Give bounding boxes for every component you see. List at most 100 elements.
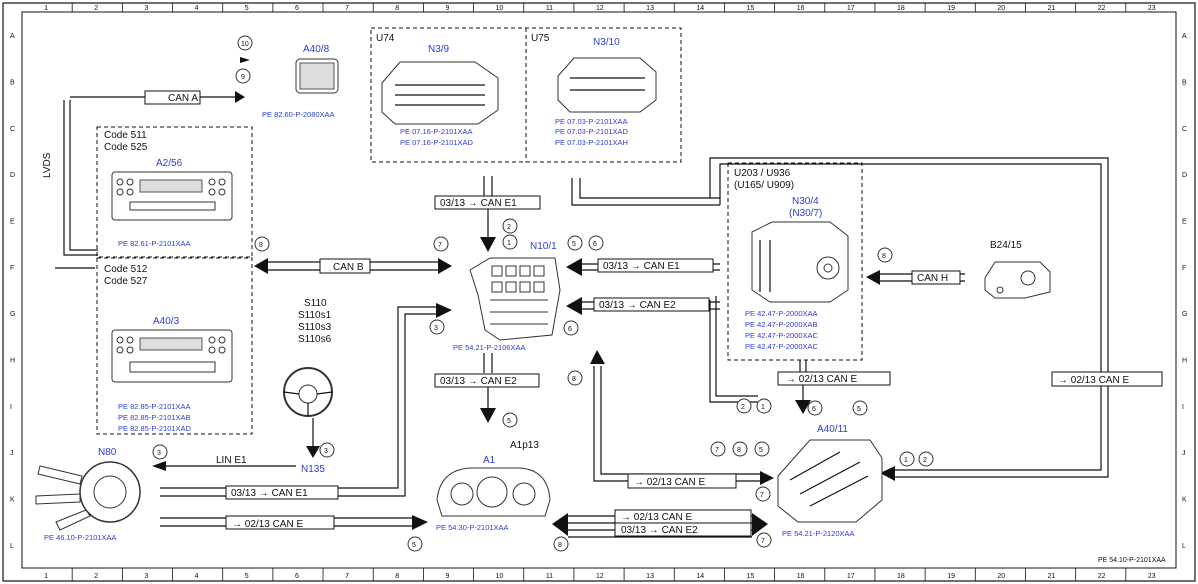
u75-label: U75 xyxy=(531,33,550,44)
grid-col-top-16: 16 xyxy=(797,5,805,12)
can-h-label: CAN H xyxy=(917,273,948,284)
n80-inner xyxy=(93,475,127,509)
s110-spokes xyxy=(283,391,333,416)
lin-e1-arrow xyxy=(152,461,166,471)
grid-col-top-3: 3 xyxy=(144,5,148,12)
marker-5-n30-label: 5 xyxy=(857,406,861,413)
grid-col-bottom-23: 23 xyxy=(1148,573,1156,580)
grid-col-top-6: 6 xyxy=(295,5,299,12)
grid-col-top-2: 2 xyxy=(94,5,98,12)
can-e2-n10-label: 03/13 → CAN E2 xyxy=(599,300,676,311)
grid-row-left-C: C xyxy=(10,126,15,133)
marker-1-right-label: 1 xyxy=(904,457,908,464)
marker-7-a40-label: 7 xyxy=(715,447,719,454)
marker-2-a40-label: 2 xyxy=(741,404,745,411)
a2-56-buttons xyxy=(116,178,226,211)
marker-2-n10 xyxy=(502,218,518,234)
grid-row-left-J: J xyxy=(10,450,14,457)
marker-8-left-label: 8 xyxy=(259,242,263,249)
marker-5-n10 xyxy=(567,235,583,251)
a40-8-screen xyxy=(299,62,335,90)
grid-col-bottom-9: 9 xyxy=(445,573,449,580)
n80-module xyxy=(79,461,141,523)
n3-9-ref-1: PE 07.16-P-2101XAA xyxy=(400,127,473,136)
grid-col-top-19: 19 xyxy=(947,5,955,12)
b24-15-mount xyxy=(996,286,1004,294)
u74-label: U74 xyxy=(376,33,395,44)
a1-sub: A1p13 xyxy=(510,440,539,451)
can-b-label: CAN B xyxy=(333,262,364,273)
marker-1-a40 xyxy=(756,398,772,414)
grid-col-top-18: 18 xyxy=(897,5,905,12)
a40-11-ribs xyxy=(789,451,869,507)
n3-9-name: N3/9 xyxy=(428,44,450,55)
grid-col-bottom-10: 10 xyxy=(496,573,504,580)
n30-4-ref-3: PE 42.47-P-2000XAC xyxy=(745,331,819,340)
marker-2-n10-label: 2 xyxy=(507,224,511,231)
n80-lever-1 xyxy=(37,465,83,485)
marker-1-right xyxy=(899,451,915,467)
n80-lever-2 xyxy=(35,493,81,505)
grid-row-right-I: I xyxy=(1182,404,1184,411)
n3-9-ref-2: PE 07.16-P-2101XAD xyxy=(400,138,474,147)
marker-3-lin xyxy=(152,444,168,460)
marker-9 xyxy=(235,68,251,84)
can-e-right-line-2 xyxy=(719,163,1102,471)
marker-7-n10 xyxy=(433,236,449,252)
can-e2-below-box xyxy=(434,373,540,388)
grid-col-bottom-16: 16 xyxy=(797,573,805,580)
can-e2-n10-box xyxy=(593,297,710,312)
marker-5-below xyxy=(502,412,518,428)
grid-col-bottom-8: 8 xyxy=(395,573,399,580)
grid-col-top-4: 4 xyxy=(195,5,199,12)
can-e1-bottom-arrow xyxy=(436,303,452,318)
grid-col-bottom-6: 6 xyxy=(295,573,299,580)
grid-col-top-13: 13 xyxy=(646,5,654,12)
grid-col-bottom-21: 21 xyxy=(1048,573,1056,580)
can-e-right-arrow xyxy=(880,466,895,481)
s110-name-4: S110s6 xyxy=(298,334,332,345)
marker-5-a40-label: 5 xyxy=(759,447,763,454)
marker-9-label: 9 xyxy=(241,74,245,81)
n30-4-pump-core xyxy=(823,263,833,273)
can-e1-n10-box xyxy=(597,258,714,273)
n3-10-ref-2: PE 07.03-P-2101XAD xyxy=(555,127,629,136)
can-e2-a1-box xyxy=(614,522,752,537)
n3-9-ribs xyxy=(395,84,485,106)
a1-gauge-left xyxy=(450,482,474,506)
marker-8-a1-label: 8 xyxy=(558,542,562,549)
grid-col-top-9: 9 xyxy=(445,5,449,12)
a40-11-ref: PE 54.21-P-2120XAA xyxy=(782,529,855,538)
marker-10-arrow xyxy=(240,57,250,63)
can-e-a1-arrow-right xyxy=(752,513,768,536)
marker-3-n10 xyxy=(429,319,445,335)
n30-4-group-2: (U165/ U909) xyxy=(734,180,794,191)
marker-8-a1 xyxy=(553,536,569,552)
marker-5-a1-label: 5 xyxy=(412,542,416,549)
marker-8-canh-label: 8 xyxy=(882,253,886,260)
grid-col-top-8: 8 xyxy=(395,5,399,12)
grid-col-bottom-3: 3 xyxy=(144,573,148,580)
grid-col-bottom-1: 1 xyxy=(44,573,48,580)
a40-3-group xyxy=(96,257,253,435)
can-b-arrow-left xyxy=(254,258,268,274)
a40-8-ref: PE 82.60-P-2080XAA xyxy=(262,110,335,119)
marker-1-a40-label: 1 xyxy=(761,404,765,411)
grid-col-bottom-19: 19 xyxy=(947,573,955,580)
n80-name: N80 xyxy=(98,447,117,458)
grid-col-top-22: 22 xyxy=(1098,5,1106,12)
a2-56-display xyxy=(139,179,203,193)
n10-1-relays xyxy=(490,265,548,325)
lin-e1-label: LIN E1 xyxy=(216,455,247,466)
marker-7-a40 xyxy=(710,441,726,457)
grid-col-bottom-17: 17 xyxy=(847,573,855,580)
marker-6-n10-label: 6 xyxy=(593,241,597,248)
marker-10-label: 10 xyxy=(241,41,249,48)
grid-col-top-12: 12 xyxy=(596,5,604,12)
grid-row-left-F: F xyxy=(10,265,14,272)
n30-4-name: N30/4 xyxy=(792,196,819,207)
n3-10-ecu xyxy=(557,57,657,113)
n30-4-ports xyxy=(759,240,771,292)
grid-col-bottom-22: 22 xyxy=(1098,573,1106,580)
